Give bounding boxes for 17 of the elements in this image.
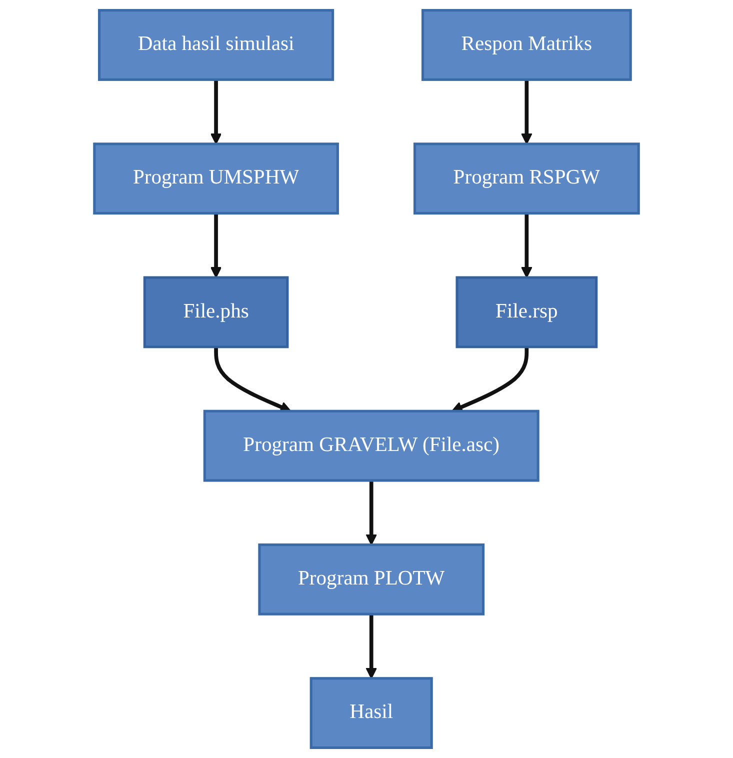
arrow (366, 480, 377, 546)
arrow (366, 614, 377, 679)
arrow (521, 80, 532, 144)
node-box: Program UMSPHW (93, 142, 339, 215)
node-box: Program RSPGW (413, 142, 640, 215)
arrow (210, 80, 222, 144)
node-box: Program PLOTW (258, 543, 485, 616)
node-box: Program GRAVELW (File.asc) (203, 410, 540, 482)
arrow (214, 346, 292, 412)
arrow (521, 213, 532, 278)
node-box: File.phs (143, 276, 289, 348)
node-box: Data hasil simulasi (98, 9, 334, 81)
arrow (451, 346, 529, 412)
arrow (210, 213, 222, 278)
node-box: Hasil (310, 677, 433, 749)
node-box: File.rsp (456, 276, 598, 348)
node-box: Respon Matriks (421, 9, 632, 81)
